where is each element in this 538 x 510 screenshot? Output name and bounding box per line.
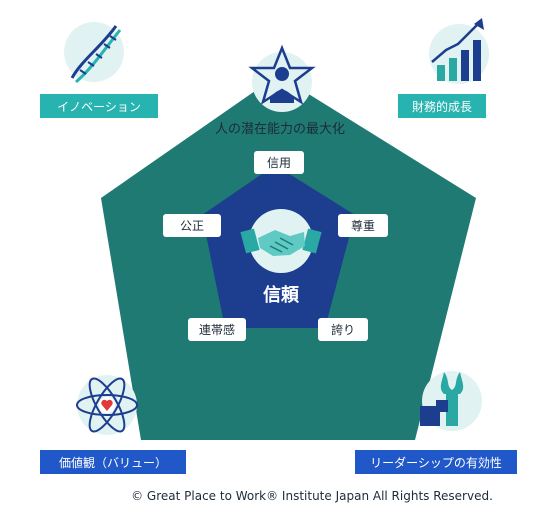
value-box-hokori: 誇り [318, 318, 368, 341]
copyright-footer: © Great Place to Work® Institute Japan A… [131, 489, 493, 503]
outcome-values-badge: 価値観（バリュー） [40, 450, 186, 474]
dna-icon [64, 22, 124, 84]
outcome-label: イノベーション [57, 100, 141, 114]
outer-title: 人の潜在能力の最大化 [215, 122, 345, 137]
growth-chart-icon [429, 18, 489, 84]
center-label: 信頼 [263, 284, 300, 306]
outcome-label: 財務的成長 [412, 99, 472, 114]
value-label: 信用 [267, 156, 291, 170]
value-box-shinyo: 信用 [254, 151, 304, 174]
outcome-financial-growth-badge: 財務的成長 [398, 94, 486, 118]
value-box-sonchou: 尊重 [338, 214, 388, 237]
handshake-icon [240, 209, 322, 273]
torch-icon [420, 371, 482, 431]
outcome-innovation-badge: イノベーション [40, 94, 158, 118]
value-label: 公正 [180, 219, 204, 233]
person-star-icon [248, 44, 316, 112]
outcome-leadership-badge: リーダーシップの有効性 [355, 450, 517, 474]
value-label: 誇り [331, 322, 355, 337]
outcome-label: リーダーシップの有効性 [370, 455, 502, 470]
value-label: 尊重 [351, 218, 375, 233]
value-label: 連帯感 [199, 322, 235, 337]
atom-heart-icon [76, 375, 138, 435]
outcome-label: 価値観（バリュー） [59, 455, 167, 470]
value-box-rentaikan: 連帯感 [188, 318, 246, 341]
value-box-kousei: 公正 [163, 214, 221, 237]
